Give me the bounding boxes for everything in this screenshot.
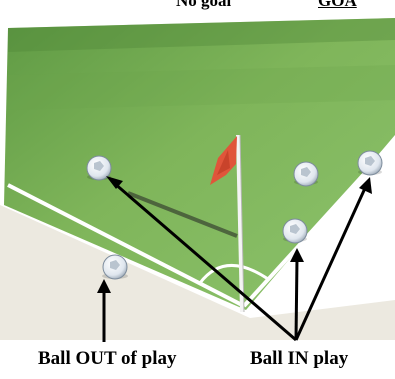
ball-in-play: [358, 151, 382, 175]
ball-out-of-play: [102, 255, 128, 279]
ball-in-label: Ball IN play: [250, 349, 348, 368]
ball-in-play: [283, 219, 307, 243]
ball-in-play: [87, 156, 111, 180]
ball-out-label: Ball OUT of play: [38, 349, 176, 368]
ball-in-play: [294, 162, 318, 186]
arrow-to-ball-in: [296, 258, 297, 340]
header-left-text: No goal: [176, 0, 231, 9]
header-right-text: GOA: [318, 0, 357, 9]
